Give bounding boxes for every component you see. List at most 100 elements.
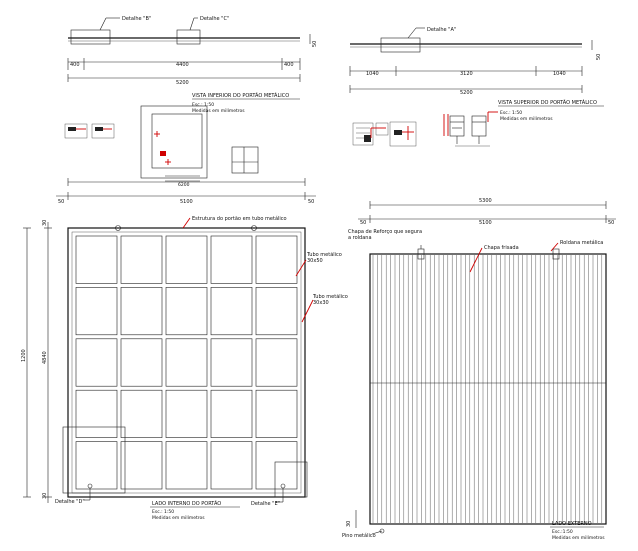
corrugated-sheet: [372, 255, 602, 523]
grid-cell: [75, 389, 118, 438]
dim-text: 1040: [553, 71, 566, 77]
top-roller-mark: [251, 225, 257, 231]
internal-side-group: 50 5100 50 1200 4840 30 30 Estrutura do …: [21, 178, 348, 521]
detail-c-box: [176, 29, 201, 45]
grid-cell: [255, 338, 298, 387]
dim-top-text: 30: [42, 220, 48, 226]
grid-cell: [75, 235, 118, 284]
corner-detail-drawing: 6200: [140, 105, 208, 188]
pino-leader: [371, 530, 383, 535]
label-tube2: Tubo metálico 30x30: [313, 294, 348, 306]
dim-inner-text: 5100: [479, 220, 492, 226]
label-roldana: Roldana metálica: [560, 239, 603, 246]
detail-a-drawing: [352, 122, 389, 146]
grid-cell: [255, 235, 298, 284]
grid-cell: [165, 287, 208, 336]
grid-cell: [210, 338, 253, 387]
detail-d-label: Detalhe "D": [55, 499, 85, 505]
grid-cell: [255, 287, 298, 336]
total-dim-text: 5200: [460, 90, 473, 96]
dim-text: 1040: [366, 71, 379, 77]
grid-cell: [165, 389, 208, 438]
dim-right-text: 50: [608, 220, 614, 226]
external-side-group: 5300 50 5100 50 Chapa de Reforço que seg…: [342, 198, 616, 541]
grid-cell: [75, 287, 118, 336]
grid-cell: [75, 441, 118, 490]
internal-units: Medidas em milímetros: [152, 514, 205, 521]
grid-cell: [165, 338, 208, 387]
bottom-view-scale: Esc.: 1:50: [192, 102, 214, 108]
small-section-drawing: [231, 146, 259, 174]
label-pino: Pino metálico: [342, 532, 376, 539]
grid-cell: [210, 441, 253, 490]
grid-cell: [210, 389, 253, 438]
roller-detail-drawing: [443, 111, 498, 147]
detail-b-box: [70, 29, 111, 45]
label-tube1: Tubo metálico 30x50: [307, 252, 342, 264]
height-outer-text: 1200: [21, 349, 27, 362]
dim-text: 400: [284, 62, 294, 68]
dim-text: 400: [70, 62, 80, 68]
dim-right-text: 50: [308, 199, 314, 205]
detail-b-drawing: [389, 121, 417, 147]
grid-cell: [165, 235, 208, 284]
internal-scale: Esc.: 1:50: [152, 509, 174, 515]
detail-c-leader: [189, 17, 195, 31]
grid-cell: [75, 338, 118, 387]
grid-cell: [120, 235, 163, 284]
dim-text: 3120: [460, 71, 473, 77]
pin-mark: [280, 483, 286, 489]
dim-bottom-text: 30: [42, 493, 48, 499]
gate-grid-cells: [75, 235, 298, 490]
label-chapa: Chapa frisada: [484, 245, 519, 251]
roller-plate: [552, 248, 560, 260]
label-structure: Estrutura do portão em tubo metálico: [192, 215, 287, 222]
detail-a-box: [380, 37, 421, 53]
structure-leader: [182, 217, 191, 229]
height-dim-text: 30: [346, 521, 352, 527]
height-dim-text: 50: [596, 54, 602, 60]
bottom-view-units: Medidas em milímetros: [192, 107, 245, 114]
detail-e-label: Detalhe "E": [251, 501, 280, 507]
detail-b-leader: [99, 17, 107, 31]
dim-left-text: 50: [360, 220, 366, 226]
dim-left-text: 50: [58, 199, 64, 205]
top-view-group: Detalhe "A" 50 1040 3120 1040 5200 VISTA…: [349, 27, 604, 147]
detail-thumb-1: [64, 123, 88, 139]
detail-b-label: Detalhe "B": [122, 16, 151, 22]
external-scale: Esc.:1:50: [552, 529, 573, 535]
dim-total-text: 5300: [479, 198, 492, 204]
grid-cell: [255, 441, 298, 490]
label-tube1-box: Tubo metálico 30x50: [307, 252, 342, 264]
internal-title: LADO INTERNO DO PORTÃO: [152, 500, 221, 507]
height-dim-text: 50: [312, 41, 318, 47]
top-view-scale: Esc.: 1:50: [500, 110, 522, 116]
label-plate-box: Chapa de Reforço que segura a roldana: [348, 229, 422, 241]
grid-cell: [120, 389, 163, 438]
detail-e-box: [274, 461, 308, 498]
tube2-leader: [301, 299, 314, 323]
total-dim-text: 5200: [176, 80, 189, 86]
external-units: Medidas em milímetros: [552, 534, 605, 541]
grid-cell: [165, 441, 208, 490]
detail-d-box: [62, 426, 126, 494]
detail-a-label: Detalhe "A": [427, 27, 456, 33]
corner-dim-text: 6200: [178, 182, 190, 188]
external-title: LADO EXTERNO: [552, 521, 592, 527]
gate-sheet-outline: [369, 253, 607, 525]
height-inner-text: 4840: [42, 351, 48, 364]
dim-text: 4400: [176, 62, 189, 68]
detail-thumb-2: [91, 123, 115, 139]
chapa-leader: [469, 247, 483, 273]
top-roller-mark: [115, 225, 121, 231]
grid-cell: [120, 441, 163, 490]
pin-mark: [379, 528, 385, 534]
roldana-leader: [550, 242, 559, 252]
bottom-view-group: Detalhe "B" Detalhe "C" 50 400 4400 400 …: [64, 16, 318, 188]
pin-mark: [87, 483, 93, 489]
dim-total-text: 5100: [180, 199, 193, 205]
grid-cell: [210, 287, 253, 336]
grid-cell: [210, 235, 253, 284]
grid-cell: [120, 338, 163, 387]
